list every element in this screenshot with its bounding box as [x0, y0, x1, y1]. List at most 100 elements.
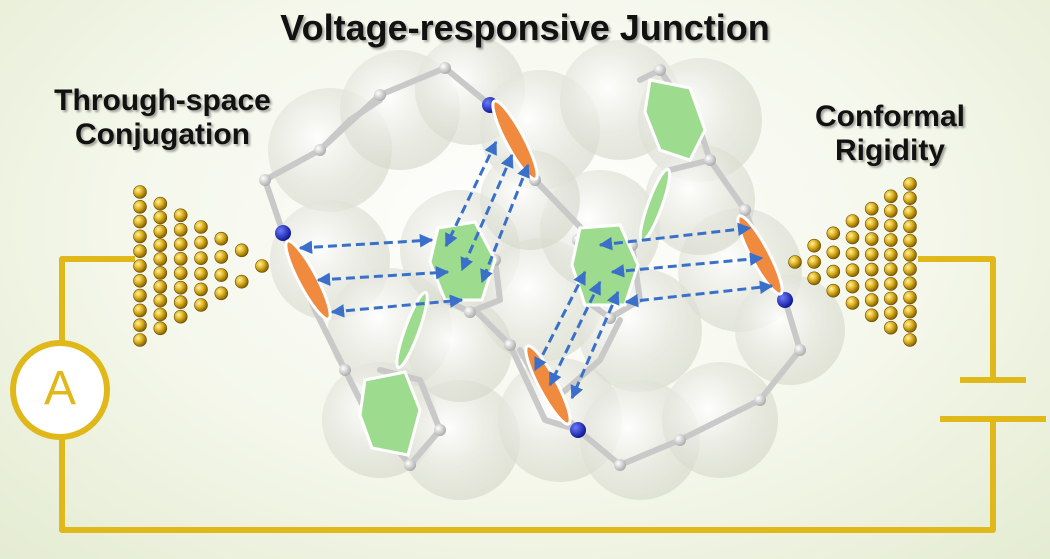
- gold-atom: [883, 262, 898, 277]
- gold-atom: [845, 230, 860, 245]
- gold-atom: [194, 251, 208, 266]
- gold-atom: [194, 220, 208, 234]
- ammeter-icon: [10, 340, 110, 440]
- gold-atom: [133, 185, 147, 199]
- gold-atom: [903, 177, 917, 191]
- gold-atom: [903, 219, 917, 234]
- gold-atom: [864, 293, 879, 307]
- gold-atom: [883, 204, 898, 218]
- gold-atom: [153, 196, 168, 211]
- gold-atom: [153, 307, 168, 322]
- gold-atom: [173, 266, 188, 281]
- gold-atom: [153, 321, 168, 336]
- gold-atom: [133, 318, 147, 333]
- gold-atom: [883, 291, 898, 306]
- gold-atom: [173, 223, 188, 237]
- gold-atom: [214, 231, 229, 246]
- gold-atom: [153, 238, 168, 252]
- gold-atom: [864, 308, 879, 323]
- gold-atom: [788, 255, 802, 269]
- gold-atom: [845, 247, 860, 261]
- gold-atom: [864, 201, 879, 216]
- gold-atom: [133, 273, 147, 288]
- gold-atom: [133, 200, 147, 214]
- gold-atom: [194, 298, 208, 312]
- gold-atom: [173, 251, 188, 266]
- gold-atom: [214, 268, 229, 282]
- gold-atom: [194, 266, 208, 281]
- gold-atom: [903, 205, 917, 220]
- gold-atom: [194, 235, 208, 250]
- gold-atom: [826, 264, 841, 279]
- gold-atom: [845, 263, 860, 278]
- diagram-title: Voltage-responsive Junction: [280, 7, 770, 48]
- ammeter-symbol: A: [43, 362, 76, 415]
- gold-atom: [826, 283, 841, 298]
- gold-atom: [153, 266, 168, 280]
- gold-atom: [864, 217, 879, 231]
- gold-atom: [883, 247, 898, 262]
- gold-atom: [903, 191, 917, 205]
- gold-atom: [883, 306, 898, 320]
- gold-atom: [173, 237, 188, 252]
- gold-atom: [234, 274, 249, 289]
- gold-atom: [883, 277, 898, 291]
- circuit-wire: [59, 256, 996, 533]
- gold-atom: [903, 304, 917, 319]
- gold-atom: [133, 229, 147, 244]
- gold-atom: [864, 247, 879, 262]
- gold-atom: [903, 262, 917, 276]
- gold-atom: [133, 288, 147, 303]
- gold-atom: [255, 259, 269, 273]
- gold-atom: [133, 214, 147, 229]
- gold-atom: [903, 248, 917, 262]
- gold-atom: [133, 303, 147, 318]
- gold-atom: [903, 318, 917, 333]
- gold-electrode-left-icon: [133, 185, 269, 347]
- gold-atom: [214, 286, 229, 301]
- gold-atom: [807, 255, 822, 269]
- gold-atom: [903, 276, 917, 291]
- gold-atom: [845, 279, 860, 294]
- gold-electrode-right-icon: [788, 177, 917, 347]
- gold-atom: [153, 293, 168, 308]
- gold-atom: [903, 290, 917, 305]
- through-space-conjugation-label: Through-space Conjugation: [20, 84, 305, 151]
- gold-atom: [864, 278, 879, 292]
- gold-atom: [864, 262, 879, 277]
- gold-atom: [153, 279, 168, 294]
- gold-atom: [173, 280, 188, 295]
- gold-atom: [133, 244, 147, 258]
- gold-atom: [903, 333, 917, 347]
- gold-atom: [173, 208, 188, 223]
- gold-atom: [173, 295, 188, 310]
- gold-atom: [153, 252, 168, 266]
- gold-atom: [214, 250, 229, 264]
- gold-atom: [153, 210, 168, 225]
- gold-atom: [133, 259, 147, 273]
- right-label-line2: Rigidity: [835, 133, 945, 167]
- gold-atom: [173, 309, 188, 324]
- gold-atom: [883, 320, 898, 335]
- gold-atom: [903, 233, 917, 248]
- through-space-arrows: [298, 140, 774, 400]
- gold-atom: [807, 271, 822, 286]
- gold-atom: [234, 243, 249, 258]
- gold-atom: [807, 238, 822, 253]
- gold-atom: [845, 214, 860, 228]
- left-label-line1: Through-space: [54, 84, 271, 117]
- gold-atom: [826, 245, 841, 260]
- gold-atom: [883, 233, 898, 247]
- battery-icon: [940, 377, 1046, 422]
- gold-atom: [153, 224, 168, 239]
- conformal-rigidity-label: Conformal Rigidity: [780, 100, 1000, 167]
- gold-atom: [194, 282, 208, 297]
- left-label-line2: Conjugation: [75, 117, 250, 151]
- gold-atom: [883, 218, 898, 233]
- gold-atom: [826, 226, 841, 241]
- right-label-line1: Conformal: [815, 100, 965, 133]
- gold-atom: [864, 232, 879, 246]
- gold-atom: [845, 296, 860, 310]
